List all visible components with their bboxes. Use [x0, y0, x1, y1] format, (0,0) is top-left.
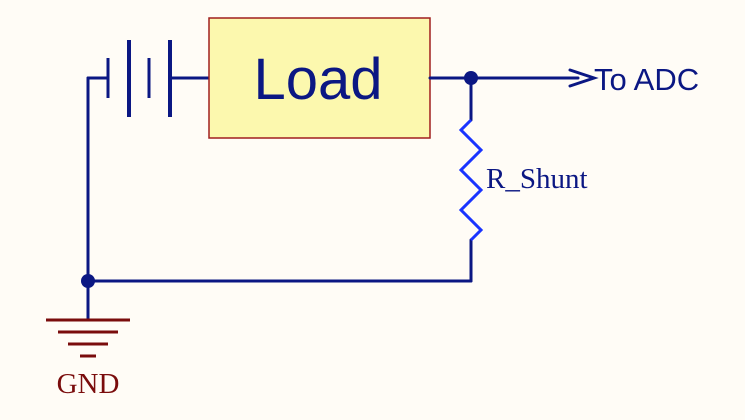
junction-bottom — [81, 274, 95, 288]
resistor-label: R_Shunt — [486, 163, 588, 195]
output-arrow — [568, 68, 599, 88]
load-block: Load — [208, 17, 431, 139]
arrow-icon — [568, 68, 599, 88]
adc-port-label: To ADC — [594, 62, 699, 97]
ground-symbol — [46, 318, 130, 358]
battery-symbol — [86, 40, 210, 117]
load-label: Load — [253, 47, 382, 112]
ground-label: GND — [57, 368, 120, 400]
load-box — [208, 17, 431, 139]
resistor-zigzag — [458, 118, 484, 242]
shunt-resistor — [458, 118, 484, 242]
junction-top — [464, 71, 478, 85]
